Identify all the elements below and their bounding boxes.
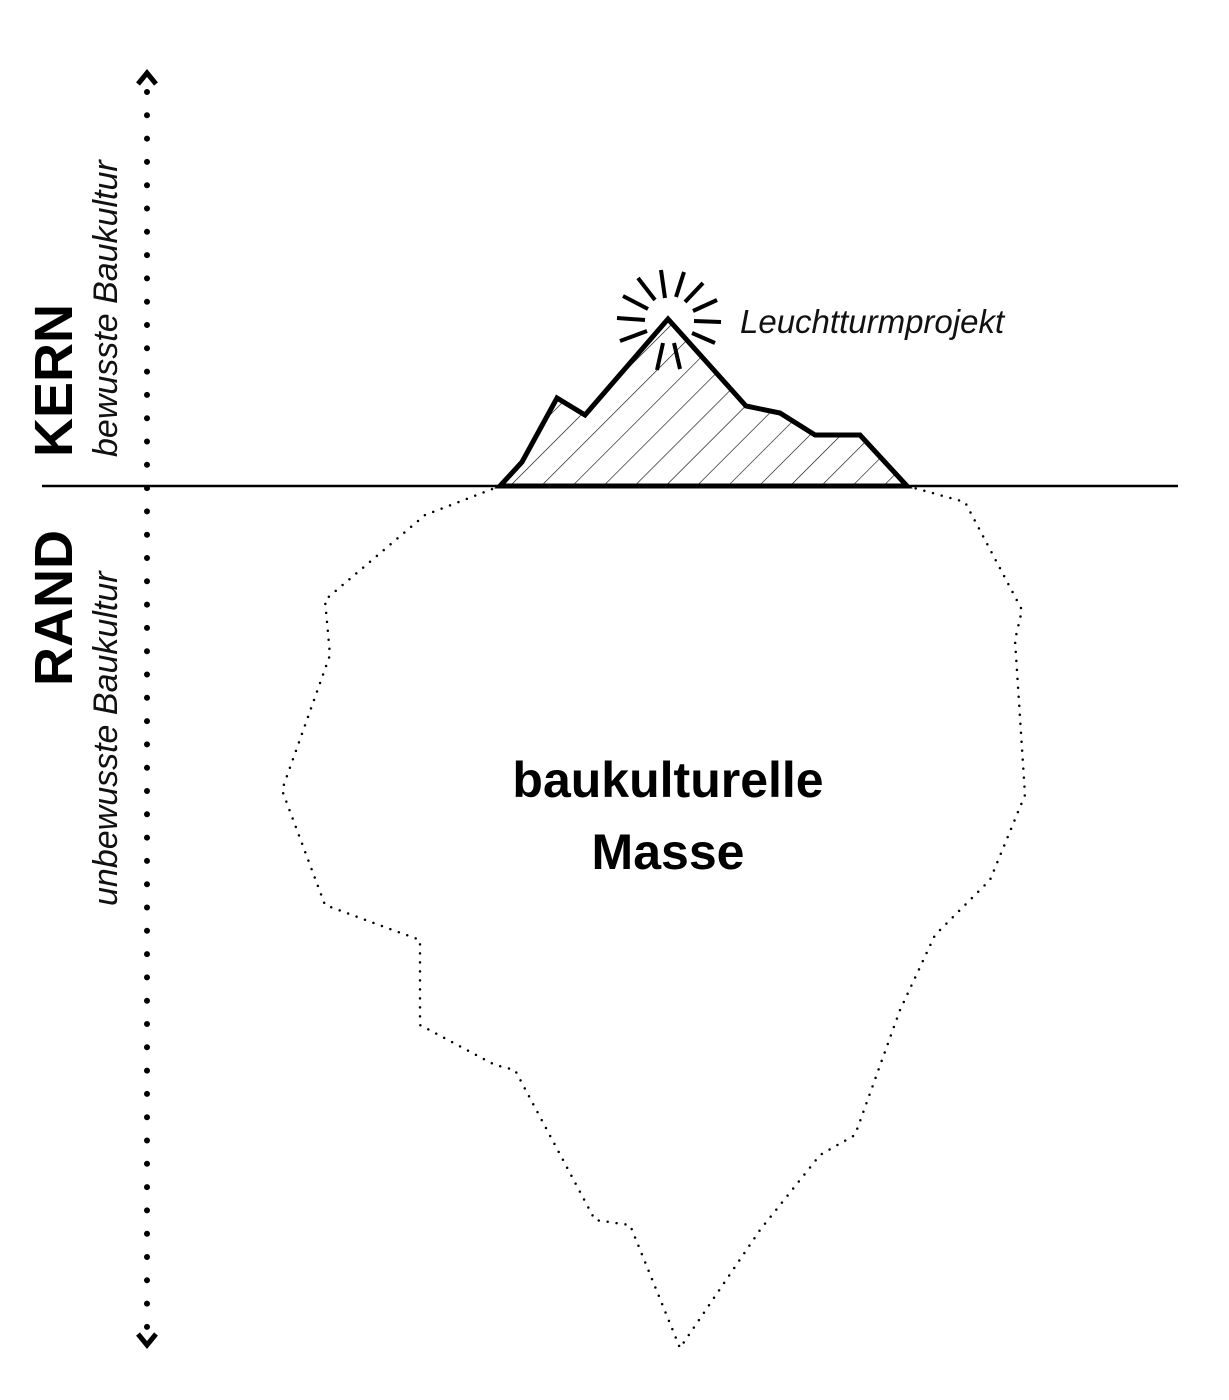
- mass-label-line2: Masse: [592, 824, 745, 880]
- arrow-head-up-icon: [136, 69, 158, 86]
- arrow-head-down-icon: [136, 1332, 158, 1349]
- mass-label-line1: baukulturelle: [512, 752, 823, 808]
- submerged-mass-outline: [280, 484, 1027, 1351]
- rand-label: RAND: [24, 530, 84, 686]
- sparkle-icon: [616, 269, 722, 371]
- iceberg-tip: [494, 315, 913, 489]
- peak-label: Leuchtturmprojekt: [740, 303, 1006, 340]
- vertical-axis-arrow: [136, 69, 158, 1349]
- rand-sub-label: unbewusste Baukultur: [87, 570, 125, 906]
- kern-sub-label: bewusste Baukultur: [87, 159, 125, 457]
- kern-label: KERN: [24, 304, 84, 457]
